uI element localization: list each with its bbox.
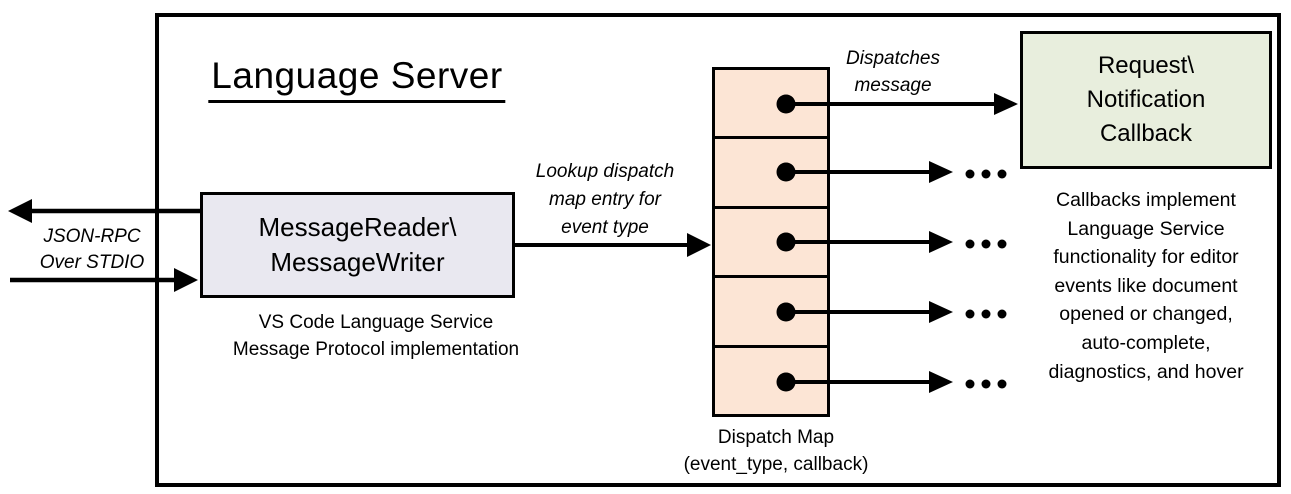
- dispatch-map-cell: [715, 209, 827, 279]
- request-notification-callback-box: Request\ Notification Callback: [1020, 31, 1272, 169]
- dispatch-map-cell: [715, 278, 827, 348]
- dispatch-map-cell: [715, 139, 827, 209]
- callbacks-description: Callbacks implement Language Service fun…: [1048, 189, 1244, 383]
- message-reader-writer-box: MessageReader\ MessageWriter: [200, 192, 515, 298]
- dispatches-message-label: Dispatches message: [846, 48, 940, 96]
- language-server-boundary: [155, 13, 1281, 487]
- dispatch-map-cell: [715, 70, 827, 140]
- dispatch-map: [712, 67, 830, 417]
- request-notification-callback-label: Request\ Notification Callback: [1086, 52, 1206, 147]
- dispatch-map-caption: Dispatch Map (event_type, callback): [683, 427, 869, 475]
- reader-box-caption: VS Code Language Service Message Protoco…: [232, 312, 520, 360]
- json-rpc-stdio-label: JSON-RPC Over STDIO: [39, 226, 145, 273]
- diagram-title: Language Server: [208, 55, 506, 103]
- message-reader-writer-label: MessageReader\ MessageWriter: [258, 212, 457, 277]
- lookup-dispatch-label: Lookup dispatch map entry for event type: [535, 161, 675, 238]
- dispatch-map-cell: [715, 348, 827, 414]
